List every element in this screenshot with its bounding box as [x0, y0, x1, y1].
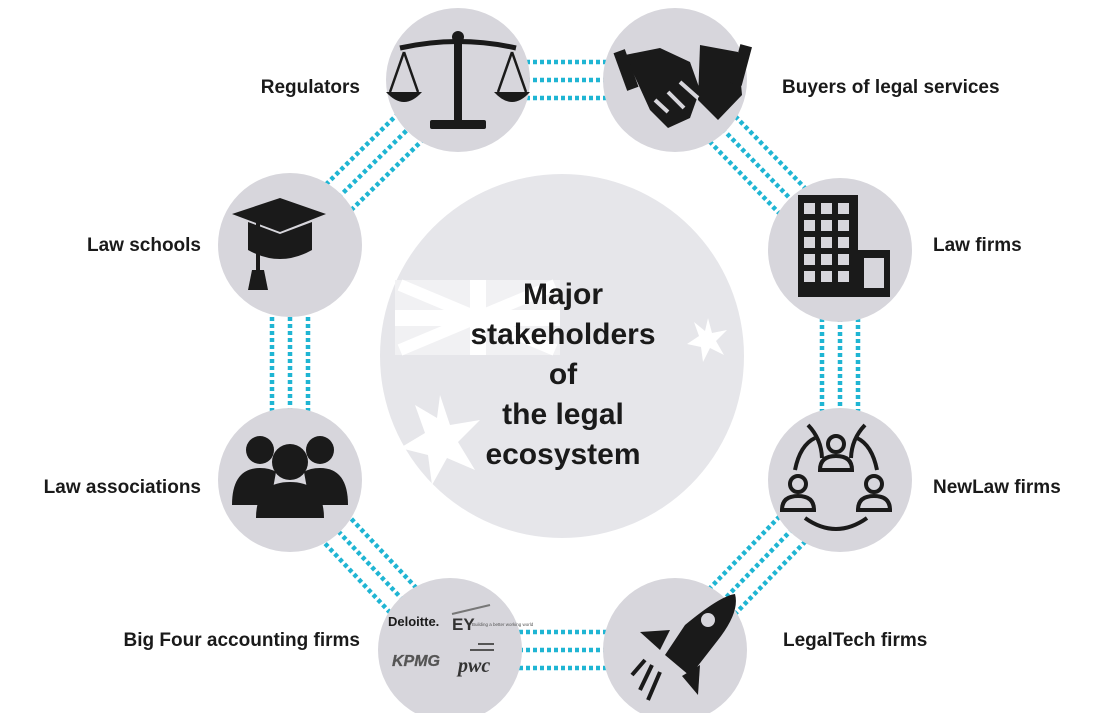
building-window — [804, 237, 815, 248]
label-big-four-accounting-firms: Big Four accounting firms — [123, 630, 360, 651]
building-window — [821, 203, 832, 214]
building-window — [821, 220, 832, 231]
big-four-logos-icon: Deloitte. EY Building a better working w… — [388, 604, 534, 677]
title-line: Major — [522, 278, 603, 311]
title-line: the legal — [502, 398, 624, 431]
dotted-connector — [714, 94, 827, 211]
label-regulators: Regulators — [260, 77, 360, 98]
building-window — [838, 271, 849, 282]
dotted-connector — [688, 494, 801, 611]
building-window — [838, 203, 849, 214]
label-buyers-of-legal-services: Buyers of legal services — [782, 77, 1000, 98]
node-circle — [378, 578, 522, 718]
diagram-title: Major stakeholders of the legal ecosyste… — [463, 275, 663, 475]
building-window — [838, 237, 849, 248]
title-line: ecosystem — [485, 438, 641, 471]
building-window — [804, 254, 815, 265]
ey-tagline: Building a better working world — [472, 622, 534, 627]
building-window — [804, 220, 815, 231]
dotted-connector — [701, 507, 814, 623]
title-line: stakeholders of — [470, 318, 656, 391]
deloitte-logo: Deloitte. — [388, 614, 439, 629]
building-window — [804, 271, 815, 282]
dotted-connector — [688, 119, 801, 236]
handshake-icon — [613, 44, 752, 128]
building-window — [838, 220, 849, 231]
group-icon — [232, 436, 348, 518]
building-window — [838, 254, 849, 265]
label-law-schools: Law schools — [86, 235, 201, 256]
dotted-connector — [714, 519, 827, 636]
people-network-icon — [779, 423, 893, 531]
dotted-connector — [701, 107, 814, 223]
building-window — [821, 237, 832, 248]
ey-logo: EY — [452, 615, 475, 634]
kpmg-logo: KPMG — [392, 653, 440, 670]
office-building-icon — [798, 195, 890, 297]
label-law-firms: Law firms — [933, 235, 1022, 256]
label-legaltech-firms: LegalTech firms — [783, 630, 928, 651]
scales-icon — [386, 31, 530, 129]
australian-flag-disc — [380, 174, 744, 538]
building-window — [821, 254, 832, 265]
graduation-cap-icon — [232, 198, 326, 290]
building-window — [804, 203, 815, 214]
pwc-logo: pwc — [456, 655, 490, 677]
node-circle — [768, 408, 912, 552]
label-newlaw-firms: NewLaw firms — [933, 477, 1061, 498]
label-law-associations: Law associations — [43, 477, 201, 498]
rocket-icon — [630, 594, 736, 701]
building-window — [821, 271, 832, 282]
